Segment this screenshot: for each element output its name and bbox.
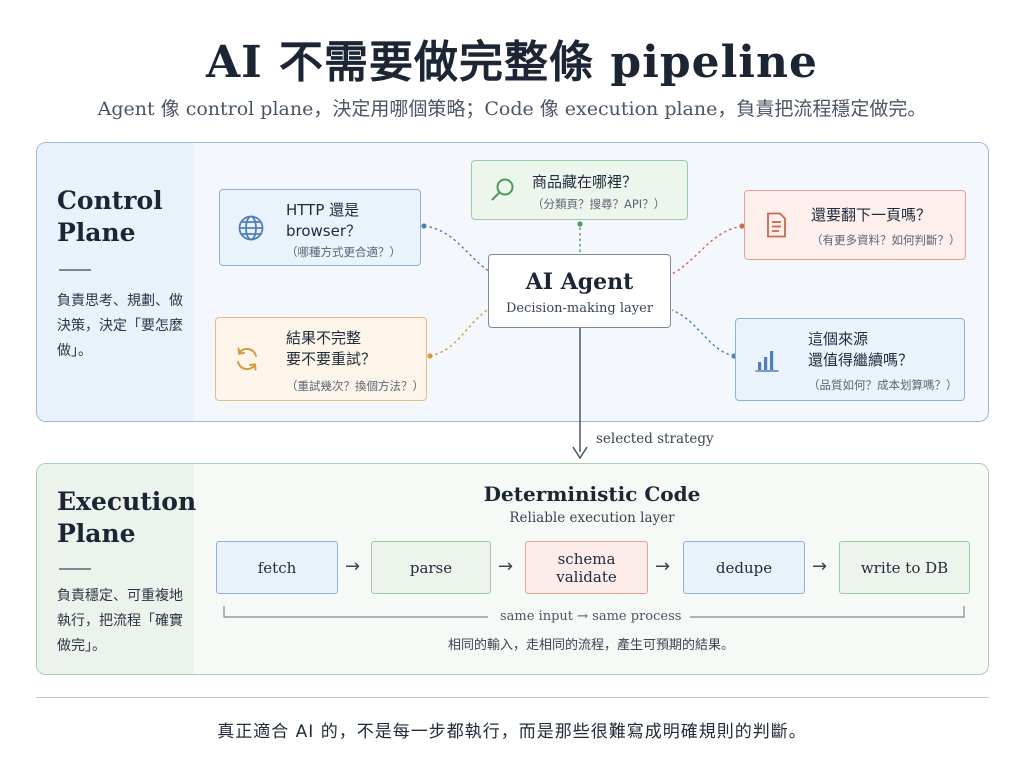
- bar-chart-icon: [755, 350, 779, 372]
- strategy-arrow-head: [572, 446, 588, 460]
- step-arrow: →: [655, 556, 671, 577]
- question-retry: 結果不完整 要不要重試？ （重試幾次？換個方法？）: [215, 317, 427, 401]
- question-title: 這個來源 還值得繼續嗎？: [808, 330, 914, 369]
- page-subtitle: Agent 像 control plane，決定用哪個策略；Code 像 exe…: [97, 98, 927, 120]
- question-subtitle: （分類頁？搜尋？API？）: [532, 197, 666, 211]
- search-icon: [491, 178, 514, 201]
- execution-plane-sidebar: Execution Plane 負責穩定、可重複地執行，把流程「確實做完」。: [37, 464, 197, 674]
- step-schema-validate: schema validate: [525, 541, 648, 594]
- question-title: 商品藏在哪裡？: [532, 173, 638, 191]
- question-where-products: 商品藏在哪裡？ （分類頁？搜尋？API？）: [471, 160, 688, 220]
- question-subtitle: （哪種方式更合適？）: [286, 245, 401, 259]
- question-title: HTTP 還是 browser？: [286, 201, 362, 240]
- execution-plane-divider: [59, 568, 91, 570]
- step-parse: parse: [371, 541, 491, 594]
- question-subtitle: （有更多資料？如何判斷？）: [811, 233, 961, 247]
- same-input-description: 相同的輸入，走相同的流程，產生可預期的結果。: [447, 638, 734, 653]
- execution-plane-title: Execution Plane: [57, 487, 197, 548]
- question-title: 結果不完整 要不要重試？: [286, 329, 377, 368]
- footer-text: 真正適合 AI 的，不是每一步都執行，而是那些很難寫成明確規則的判斷。: [217, 722, 807, 742]
- question-subtitle: （品質如何？成本划算嗎？）: [808, 378, 958, 392]
- deterministic-code-title: Deterministic Code: [483, 482, 701, 506]
- footer-divider: [36, 697, 989, 698]
- question-next-page: 還要翻下一頁嗎？ （有更多資料？如何判斷？）: [744, 190, 966, 260]
- control-plane-description: 負責思考、規劃、做決策，決定「要怎麼做」。: [57, 293, 183, 359]
- question-source-worth: 這個來源 還值得繼續嗎？ （品質如何？成本划算嗎？）: [735, 318, 965, 401]
- document-icon: [767, 212, 786, 238]
- question-subtitle: （重試幾次？換個方法？）: [286, 379, 424, 393]
- control-plane-title: Control Plane: [57, 186, 163, 247]
- globe-icon: [238, 215, 264, 240]
- step-arrow: →: [345, 556, 361, 577]
- ai-agent-box: AI Agent Decision-making layer: [488, 254, 671, 328]
- control-plane-divider: [59, 269, 91, 271]
- deterministic-code-subtitle: Reliable execution layer: [509, 510, 675, 526]
- step-fetch: fetch: [216, 541, 338, 594]
- question-http-or-browser: HTTP 還是 browser？ （哪種方式更合適？）: [219, 189, 421, 266]
- step-arrow: →: [498, 556, 514, 577]
- refresh-icon: [237, 347, 257, 371]
- step-write-to-db: write to DB: [839, 541, 970, 594]
- step-dedupe: dedupe: [683, 541, 805, 594]
- selected-strategy-label: selected strategy: [596, 431, 714, 447]
- step-arrow: →: [812, 556, 828, 577]
- page-title: AI 不需要做完整條 pipeline: [205, 37, 818, 88]
- execution-plane-panel: Execution Plane 負責穩定、可重複地執行，把流程「確實做完」。 D…: [36, 463, 989, 675]
- control-plane-sidebar: Control Plane 負責思考、規劃、做決策，決定「要怎麼做」。: [37, 143, 194, 421]
- execution-plane-description: 負責穩定、可重複地執行，把流程「確實做完」。: [57, 588, 183, 654]
- ai-agent-title: AI Agent: [525, 269, 634, 295]
- question-title: 還要翻下一頁嗎？: [811, 206, 932, 224]
- ai-agent-subtitle: Decision-making layer: [505, 301, 654, 316]
- same-input-label: same input → same process: [494, 609, 688, 624]
